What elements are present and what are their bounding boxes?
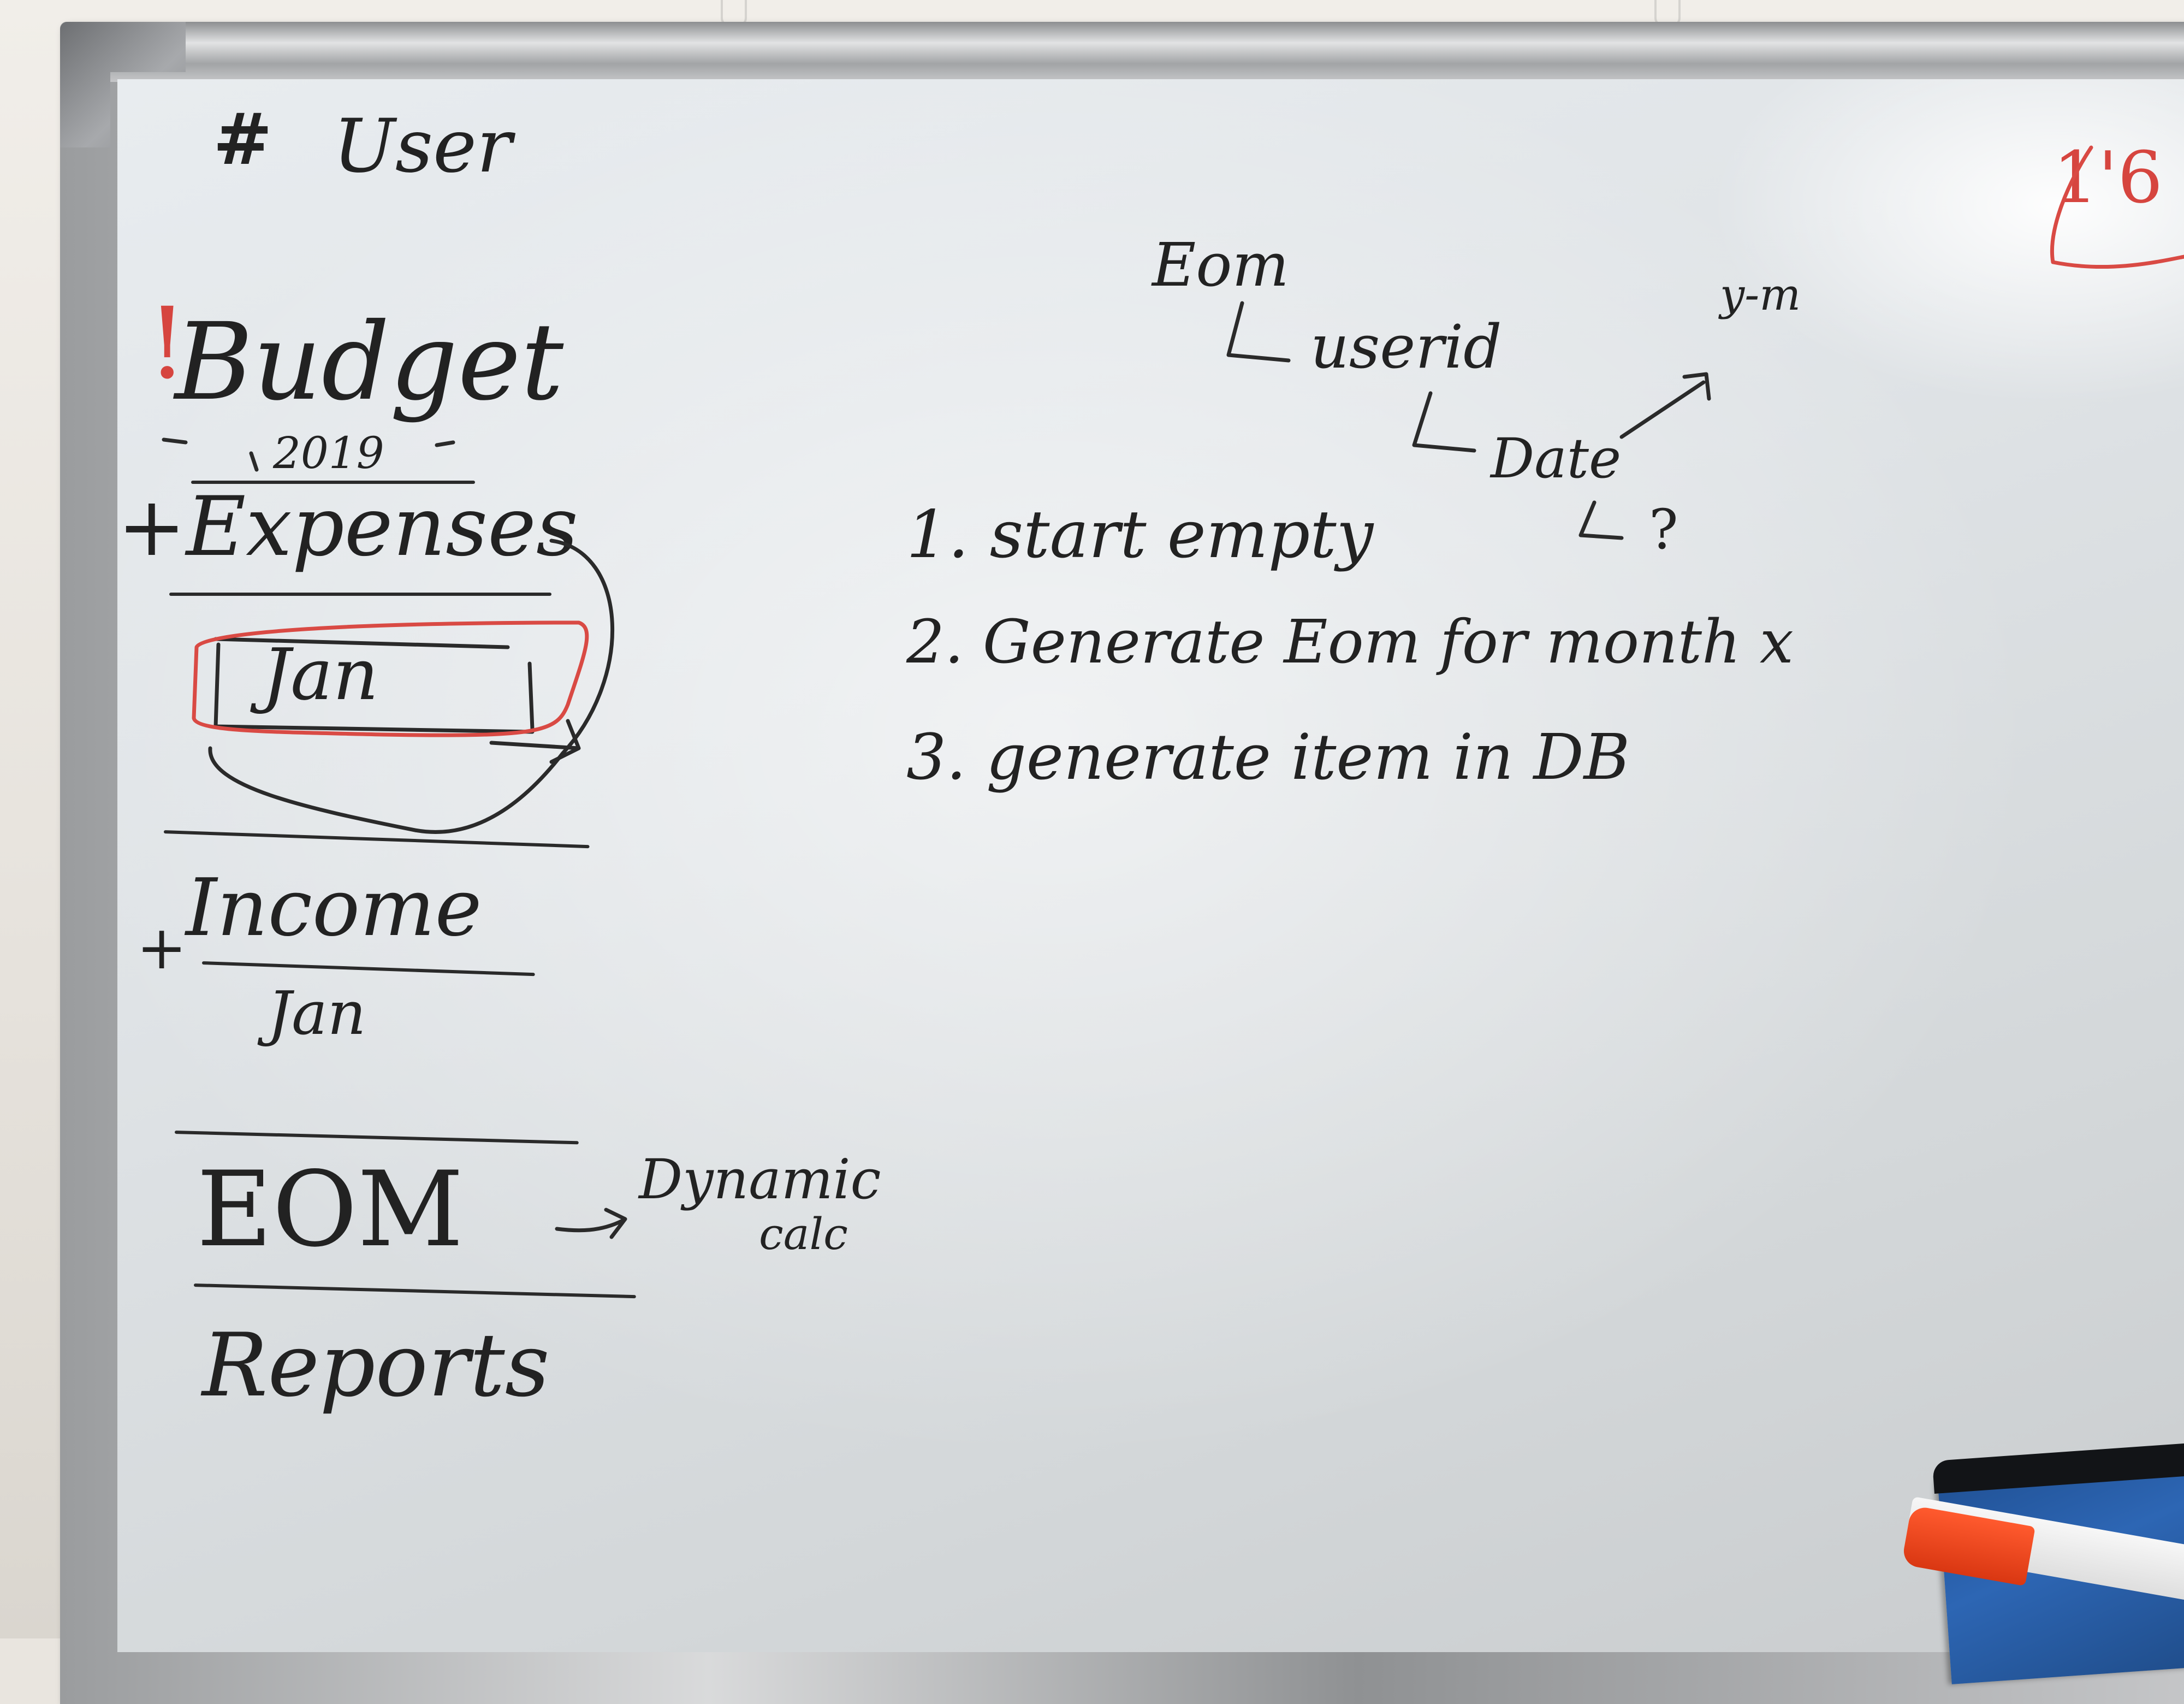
expenses-heading: +Expenses [117,480,578,575]
eom-heading: EOM [197,1149,464,1270]
eom-note-calc: calc [759,1209,848,1259]
step-3: 3. generate item in DB [906,721,1630,794]
income-month: Jan [268,978,366,1048]
reports-heading: Reports [202,1314,550,1416]
eom-arrow [555,1208,627,1239]
date-arrow [1619,372,1711,439]
step-2: 2. Generate Eom for month x [906,607,1794,677]
tree-bracket-1 [1226,301,1291,363]
income-heading: Income [186,862,482,954]
corner-red-note: 1'6 [2053,136,2163,219]
budget-heading: Budget [175,300,564,424]
tree-bracket-3 [1578,500,1624,540]
tree-grandchild: Date [1491,427,1622,490]
jan-box [213,637,535,734]
underline [169,593,551,596]
tree-note: y-m [1720,269,1801,320]
loop-arrowhead [489,719,581,764]
tree-bracket-2 [1412,391,1476,453]
whiteboard-frame-top [60,22,2184,82]
underline [191,481,475,484]
whiteboard-surface [117,79,2184,1652]
budget-year: 2019 [273,428,384,478]
hash-sign: # [213,97,272,181]
red-highlight-box [192,620,589,737]
red-corner-stroke [2050,145,2184,269]
step-1: 1. start empty [906,497,1374,573]
expenses-month: Jan [262,633,379,716]
red-mark: ! [147,287,187,401]
year-marks [162,437,455,472]
loop-arrow [208,539,614,834]
eom-note-dynamic: Dynamic [639,1147,881,1211]
tree-child: userid [1310,312,1502,382]
user-heading: User [333,103,512,189]
tree-root: Eom [1152,230,1289,300]
income-plus: + [136,913,187,983]
tree-leaf: ? [1649,498,1678,561]
ink-strokes [162,145,2184,1239]
